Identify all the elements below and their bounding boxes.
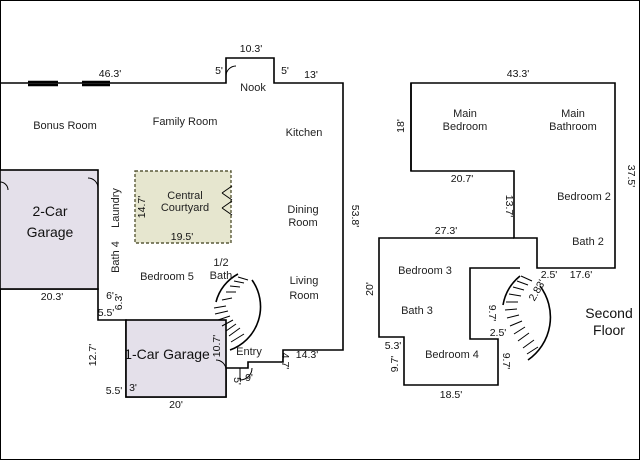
dim2-27-3: 27.3' [435, 225, 457, 237]
dim2-9-7-stair: 9.7' [486, 305, 498, 322]
living-room-label-line2: Room [289, 290, 318, 302]
central-courtyard-area [134, 170, 232, 244]
one-car-garage-area [125, 319, 227, 398]
laundry-label: Laundry [110, 188, 122, 228]
dim-5-5-bottom: 5.5' [106, 385, 123, 397]
dim-top-width: 46.3' [99, 68, 121, 80]
garage1-door-swing [215, 359, 227, 371]
dim-3: 3' [129, 382, 137, 394]
bedroom4-label: Bedroom 4 [425, 349, 479, 361]
second-floor-staircase [502, 275, 552, 361]
dim-nook-right: 5' [281, 65, 289, 77]
dining-room-label-line2: Room [288, 217, 317, 229]
bonus-room-label: Bonus Room [33, 120, 97, 132]
second-floor-lower-outline [378, 237, 520, 386]
courtyard-label-line1: Central [167, 190, 202, 202]
first-floor: Bonus Room Family Room Kitchen Nook Cent… [0, 43, 361, 411]
dim-entry-5: 5' [231, 377, 243, 385]
one-car-garage-label: 1-Car Garage [124, 346, 210, 362]
dim-bottom-right: 14.3' [296, 349, 318, 361]
dim2-2-5-top: 2.5' [541, 269, 558, 281]
dim-entry-4-7: 4.7' [279, 353, 291, 370]
dim2-bottom-width: 18.5' [440, 389, 462, 401]
family-room-label: Family Room [153, 116, 218, 128]
dim-5-5-top: 5.5' [98, 307, 115, 319]
dim2-13-7: 13.7' [503, 195, 515, 217]
first-floor-outline [0, 57, 344, 398]
main-bathroom-label-line2: Bathroom [549, 121, 597, 133]
dim-nook-width: 10.3' [240, 43, 262, 55]
dim2-right-height: 37.5' [625, 165, 637, 187]
nook-door-swing [225, 65, 237, 77]
courtyard-label-line2: Courtyard [161, 202, 209, 214]
dim-10-7: 10.7' [211, 335, 223, 357]
dim-top-right: 13' [304, 69, 318, 81]
dim-garage1-width: 20' [169, 399, 183, 411]
garage2-door-swings [0, 177, 99, 191]
dim-nook-left: 5' [215, 65, 223, 77]
two-car-garage-label-line1: 2-Car [32, 203, 67, 219]
second-floor: Main Bedroom Main Bathroom Bedroom 2 Bat… [364, 68, 637, 401]
half-bath-label-line2: Bath [210, 270, 233, 282]
dim-court-height: 14.7' [136, 196, 148, 218]
bedroom3-label: Bedroom 3 [398, 265, 452, 277]
dining-room-label-line1: Dining [287, 204, 318, 216]
second-floor-label-line1: Second [585, 305, 632, 321]
main-bedroom-label-line2: Bedroom [443, 121, 488, 133]
dim-6: 6' [106, 290, 114, 302]
window-marks [28, 80, 110, 87]
dim2-9-7-left: 9.7' [389, 356, 401, 373]
bedroom5-label: Bedroom 5 [140, 271, 194, 283]
kitchen-label: Kitchen [286, 127, 323, 139]
nook-label: Nook [240, 82, 266, 94]
dim2-left-18: 18' [395, 119, 407, 133]
main-bathroom-label-line1: Main [561, 108, 585, 120]
dim-6-3: 6.3' [113, 294, 125, 311]
second-floor-outline [410, 82, 616, 269]
bath2-label: Bath 2 [572, 236, 604, 248]
first-floor-staircase [213, 273, 262, 351]
living-room-label-line1: Living [290, 275, 319, 287]
dim-garage2-width: 20.3' [41, 291, 63, 303]
half-bath-label-line1: 1/2 [213, 257, 228, 269]
dim2-top-width: 43.3' [507, 68, 529, 80]
dim2-2-83: 2.83' [527, 278, 549, 303]
dim2-5-3: 5.3' [385, 340, 402, 352]
dim-court-width: 19.5' [171, 231, 193, 243]
second-floor-label-line2: Floor [593, 322, 625, 338]
bath4-label: Bath 4 [110, 241, 122, 273]
dim2-9-7-right: 9.7' [500, 353, 512, 370]
courtyard-door-marks [221, 185, 233, 216]
bedroom2-label: Bedroom 2 [557, 191, 611, 203]
dim-entry-9: 9' [245, 372, 253, 384]
dim-right-height: 53.8' [349, 205, 361, 227]
bath3-label: Bath 3 [401, 305, 433, 317]
dim2-left-20: 20' [364, 282, 376, 296]
dim2-20-7: 20.7' [451, 173, 473, 185]
dim-12-7: 12.7' [87, 344, 99, 366]
two-car-garage-label-line2: Garage [27, 224, 74, 240]
two-car-garage-area [0, 169, 99, 290]
entry-label: Entry [236, 346, 262, 358]
dim2-2-5-stair: 2.5' [490, 327, 507, 339]
dim2-17-6: 17.6' [570, 269, 592, 281]
main-bedroom-label-line1: Main [453, 108, 477, 120]
entry-door-swing [239, 367, 253, 381]
